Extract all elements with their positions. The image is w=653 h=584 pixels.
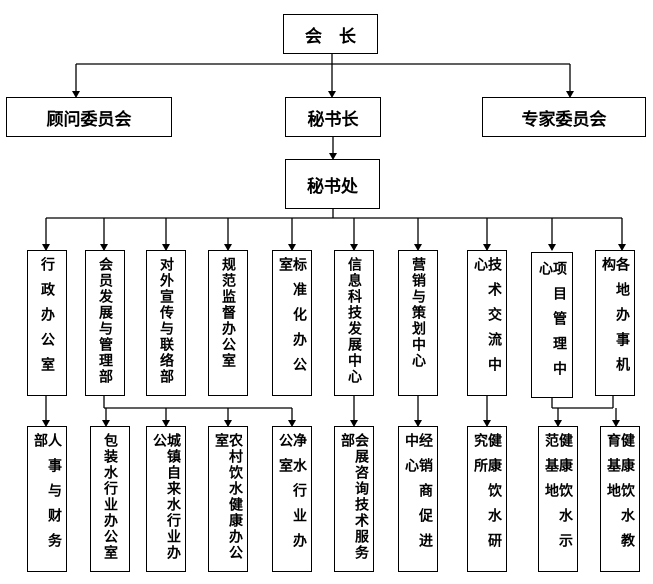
unit-label: 人事与财务部 xyxy=(32,433,62,558)
unit-demo-base: 健康饮水示范基地 xyxy=(538,426,578,572)
unit-label: 经销商促进中心 xyxy=(403,433,433,558)
secretary-general-label: 秘书长 xyxy=(307,109,359,130)
unit-dealer-promotion: 经销商促进中心 xyxy=(398,426,438,572)
president-label: 会 长 xyxy=(305,26,356,47)
unit-rural-drinking-water-office: 农村饮水健康办公室 xyxy=(208,426,248,572)
dept-label: 技术交流中心 xyxy=(472,257,502,382)
advisory-committee-label: 顾问委员会 xyxy=(46,109,132,130)
secretariat-label: 秘书处 xyxy=(307,176,358,197)
unit-label: 健康饮水示范基地 xyxy=(543,433,573,558)
dept-label: 项目管理中心 xyxy=(537,261,567,386)
unit-water-purification-office: 净水行业办公室 xyxy=(272,426,312,572)
unit-label: 健康饮水研究所 xyxy=(472,433,502,558)
unit-label: 净水行业办公室 xyxy=(277,433,307,558)
dept-label: 规范监督办公室 xyxy=(220,257,236,369)
expert-committee-label: 专家委员会 xyxy=(521,109,607,130)
dept-tech-exchange: 技术交流中心 xyxy=(467,250,507,396)
unit-label: 包装水行业办公室 xyxy=(102,433,118,561)
dept-label: 会员发展与管理部 xyxy=(97,257,113,385)
dept-label: 行政办公室 xyxy=(39,257,55,382)
dept-info-tech-center: 信息科技发展中心 xyxy=(334,250,374,396)
dept-publicity-liaison: 对外宣传与联络部 xyxy=(146,250,186,396)
dept-admin-office: 行政办公室 xyxy=(27,250,67,396)
secretary-general-box: 秘书长 xyxy=(285,97,381,137)
unit-packaged-water-office: 包装水行业办公室 xyxy=(90,426,130,572)
dept-marketing-planning: 营销与策划中心 xyxy=(398,250,438,396)
dept-project-management: 项目管理中心 xyxy=(531,252,573,398)
unit-label: 会展咨询技术服务部 xyxy=(339,433,369,561)
unit-education-base: 健康饮水教育基地 xyxy=(600,426,640,572)
dept-regional-offices: 各地办事机构 xyxy=(595,250,635,396)
dept-label: 信息科技发展中心 xyxy=(346,257,362,385)
dept-label: 标准化办公室 xyxy=(277,257,307,382)
unit-hr-finance: 人事与财务部 xyxy=(27,426,67,572)
advisory-committee-box: 顾问委员会 xyxy=(6,97,172,137)
secretariat-box: 秘书处 xyxy=(285,159,380,209)
unit-label: 农村饮水健康办公室 xyxy=(213,433,243,561)
dept-label: 各地办事机构 xyxy=(600,257,630,382)
expert-committee-box: 专家委员会 xyxy=(482,97,646,137)
dept-label: 营销与策划中心 xyxy=(410,257,426,369)
unit-health-water-research: 健康饮水研究所 xyxy=(467,426,507,572)
unit-urban-tap-water-office: 城镇自来水行业办公 xyxy=(146,426,186,572)
unit-label: 城镇自来水行业办公 xyxy=(151,433,181,561)
dept-label: 对外宣传与联络部 xyxy=(158,257,174,385)
unit-label: 健康饮水教育基地 xyxy=(605,433,635,558)
president-box: 会 长 xyxy=(283,14,378,54)
unit-exhibition-consulting: 会展咨询技术服务部 xyxy=(334,426,374,572)
dept-standardization: 标准化办公室 xyxy=(272,250,312,396)
dept-regulation-supervision: 规范监督办公室 xyxy=(208,250,248,396)
dept-member-development: 会员发展与管理部 xyxy=(85,250,125,396)
